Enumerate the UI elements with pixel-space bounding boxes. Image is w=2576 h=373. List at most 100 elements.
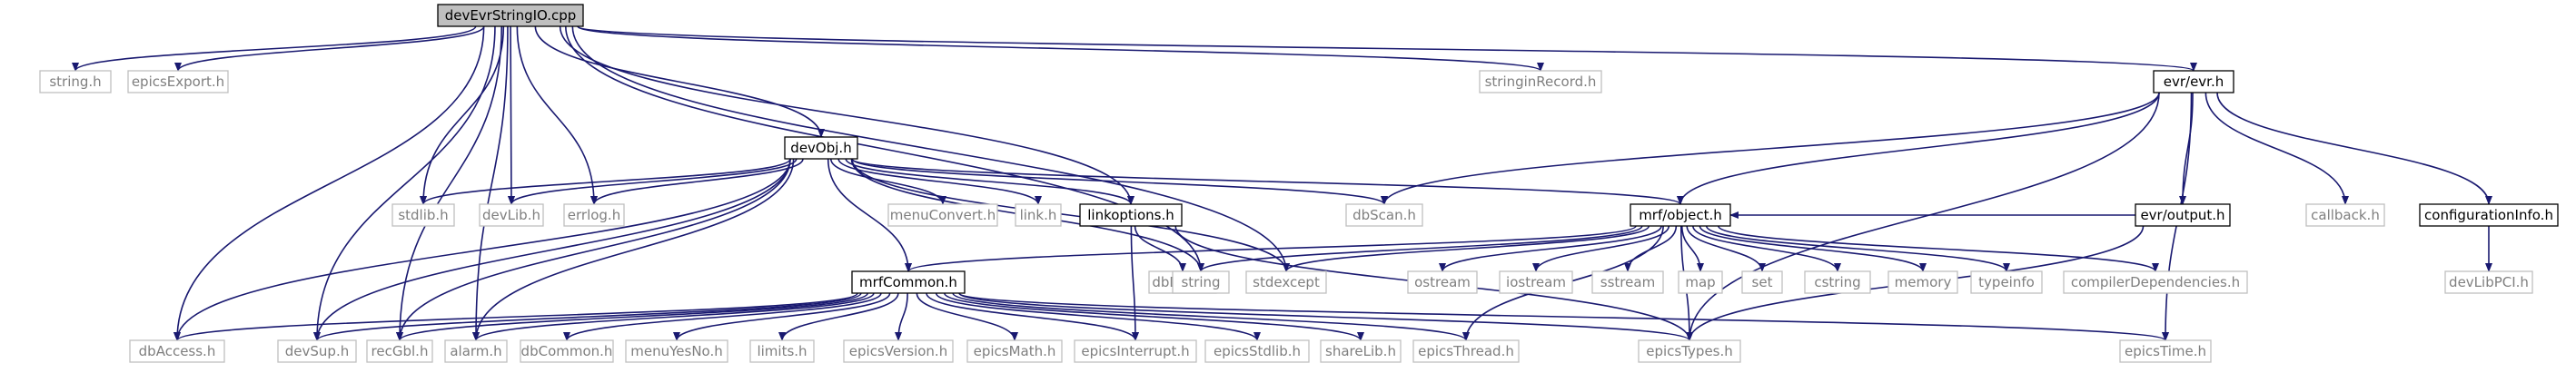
edge-devEvrStringIO-to-dbAccess (173, 25, 485, 341)
node-evr[interactable]: evr/evr.h (2153, 70, 2234, 93)
node-compilerDeps: compilerDependencies.h (2063, 270, 2248, 294)
node-devLibPCI: devLibPCI.h (2444, 270, 2533, 294)
node-iostream: iostream (1499, 270, 1573, 294)
node-shareLib: shareLib.h (1320, 339, 1402, 363)
node-box (966, 339, 1063, 363)
node-box (277, 339, 357, 363)
node-devLib: devLib.h (479, 203, 544, 227)
node-label: mrf/object.h (1639, 207, 1722, 223)
node-box (437, 4, 584, 27)
node-box (887, 203, 998, 227)
node-label: map (1685, 274, 1715, 290)
node-epicsTime: epicsTime.h (2119, 339, 2212, 363)
node-label: string (1181, 274, 1220, 290)
node-evrOutput[interactable]: evr/output.h (2135, 203, 2231, 227)
node-sstream: sstream (1591, 270, 1664, 294)
node-epicsTypes: epicsTypes.h (1638, 339, 1741, 363)
edge-devObj-to-errlog (590, 158, 804, 205)
node-box (1887, 270, 1958, 294)
edge-devObj-to-alarm (472, 158, 795, 341)
node-label: epicsExport.h (132, 74, 224, 90)
edge-mrfCommon-to-alarm (472, 292, 875, 341)
node-dbScan: dbScan.h (1345, 203, 1423, 227)
node-mrfObject[interactable]: mrf/object.h (1630, 203, 1731, 227)
node-label: evr/output.h (2140, 207, 2224, 223)
node-label: memory (1895, 274, 1952, 290)
node-label: string.h (49, 74, 101, 90)
node-label: ostream (1414, 274, 1471, 290)
edge-mrfObject-to-map (1680, 225, 1704, 272)
node-label: stdexcept (1253, 274, 1320, 290)
node-limits: limits.h (749, 339, 815, 363)
edge-evr-to-configInfo (2216, 92, 2492, 205)
edge-evr-to-evrOutput (2179, 92, 2194, 205)
node-box (127, 70, 229, 93)
node-label: devEvrStringIO.cpp (445, 7, 577, 24)
node-box (1499, 270, 1573, 294)
edge-mrfCommon-to-limits (778, 292, 899, 341)
node-label: stringinRecord.h (1485, 74, 1597, 90)
node-menuYesNo: menuYesNo.h (625, 339, 728, 363)
node-box (1804, 270, 1871, 294)
node-mrfCommon[interactable]: mrfCommon.h (851, 270, 966, 294)
edge-devObj-to-devLib (508, 158, 798, 205)
node-box (366, 339, 433, 363)
node-box (444, 339, 508, 363)
node-box (1412, 339, 1520, 363)
edge-devEvrStringIO-to-evr (577, 25, 2197, 72)
node-box (1678, 270, 1723, 294)
node-configInfo[interactable]: configurationInfo.h (2419, 203, 2559, 227)
edge-mrfCommon-to-dbCommon (563, 292, 882, 341)
edge-evr-to-dbScan (1381, 92, 2160, 205)
edge-mrfCommon-to-recGbl (396, 292, 868, 341)
edge-devObj-to-dbAccess (173, 158, 791, 341)
node-label: stdlib.h (398, 207, 448, 223)
node-label: devObj.h (790, 140, 851, 156)
node-label: devSup.h (285, 343, 349, 359)
node-box (2063, 270, 2248, 294)
node-stdexcept: stdexcept (1245, 270, 1327, 294)
edge-mrfCommon-to-epicsInterrupt (926, 292, 1139, 341)
node-box (1320, 339, 1402, 363)
node-label: epicsTypes.h (1646, 343, 1733, 359)
node-label: iostream (1506, 274, 1566, 290)
edge-linkoptions-to-dbDefs (1134, 225, 1186, 272)
node-box (1172, 270, 1230, 294)
node-ostream: ostream (1407, 270, 1478, 294)
node-string_h: string.h (39, 70, 112, 93)
node-box (2444, 270, 2533, 294)
node-box (1345, 203, 1423, 227)
edge-evr-to-epicsTypes (1686, 92, 2160, 341)
node-label: dbCommon.h (521, 343, 613, 359)
node-label: limits.h (757, 343, 807, 359)
edge-linkoptions-to-epicsInterrupt (1130, 225, 1139, 341)
node-devEvrStringIO[interactable]: devEvrStringIO.cpp (437, 4, 584, 27)
node-cstring: cstring (1804, 270, 1871, 294)
node-box (784, 136, 858, 160)
edge-mrfCommon-to-epicsVersion (895, 292, 908, 341)
edge-mrfCommon-to-epicsMath (916, 292, 1018, 341)
edge-devObj-to-stdlib (420, 158, 791, 205)
edge-mrfObject-to-memory (1699, 225, 1927, 272)
edge-devEvrStringIO-to-stdexcept (571, 25, 1290, 272)
node-label: epicsStdlib.h (1214, 343, 1301, 359)
edge-mrfObject-to-ostream (1439, 225, 1662, 272)
node-box (843, 339, 954, 363)
node-box (749, 339, 815, 363)
node-devObj[interactable]: devObj.h (784, 136, 858, 160)
node-label: compilerDependencies.h (2071, 274, 2240, 290)
edge-evr-to-callback (2204, 92, 2349, 205)
node-label: configurationInfo.h (2424, 207, 2553, 223)
node-box (1630, 203, 1731, 227)
edge-mrfCommon-to-shareLib (944, 292, 1364, 341)
node-stdlib: stdlib.h (391, 203, 455, 227)
node-box (2153, 70, 2234, 93)
node-box (39, 70, 112, 93)
edge-devEvrStringIO-to-string (565, 25, 1204, 272)
node-label: epicsVersion.h (849, 343, 947, 359)
node-box (2419, 203, 2559, 227)
edge-mrfObject-to-compilerDeps (1718, 225, 2159, 272)
node-stringinRecord: stringinRecord.h (1479, 70, 1602, 93)
node-linkoptions[interactable]: linkoptions.h (1079, 203, 1183, 227)
